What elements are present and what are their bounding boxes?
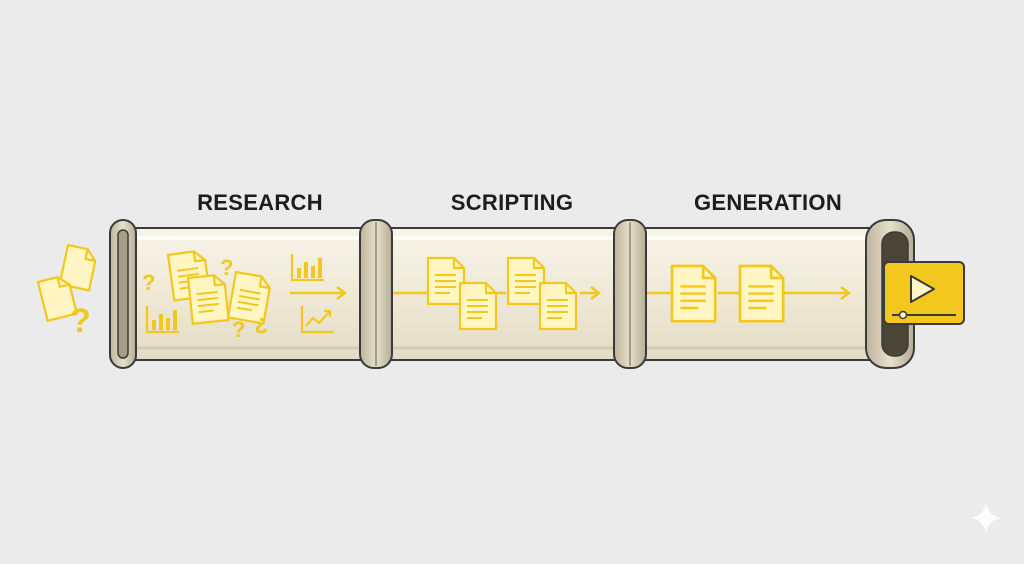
- question-mark-icon: ?: [70, 302, 91, 340]
- inverted-question-mark-icon: ?: [255, 313, 268, 338]
- document-icon: [672, 266, 715, 321]
- sparkle-icon: [971, 503, 1001, 533]
- document-icon: [540, 283, 576, 329]
- document-icon: [740, 266, 783, 321]
- question-mark-icon: ?: [220, 255, 233, 280]
- document-icon: [428, 258, 464, 304]
- document-icon: [188, 274, 229, 324]
- stage-label-scripting: SCRIPTING: [451, 190, 574, 216]
- stage-label-research: RESEARCH: [197, 190, 323, 216]
- input-items: ?: [38, 245, 97, 340]
- document-icon: [460, 283, 496, 329]
- document-icon: [508, 258, 544, 304]
- question-mark-icon: ?: [142, 270, 155, 295]
- question-mark-icon: ?: [232, 317, 245, 342]
- video-play-icon: [884, 262, 964, 324]
- stage-label-generation: GENERATION: [694, 190, 842, 216]
